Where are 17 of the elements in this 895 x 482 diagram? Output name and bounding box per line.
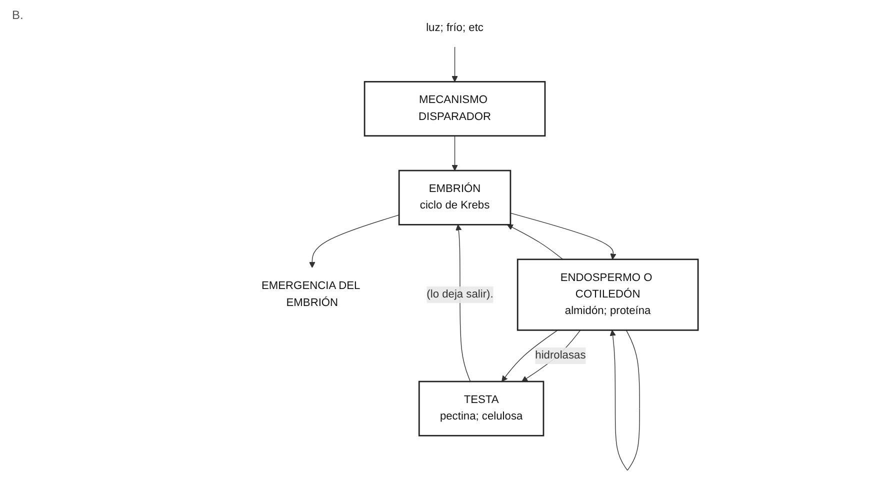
arrow: [502, 330, 558, 382]
node-text: EMERGENCIA DEL EMBRIÓN: [261, 280, 360, 309]
arrow: [506, 224, 564, 260]
edge-label: (lo deja salir).: [426, 288, 494, 300]
arrow: [309, 214, 400, 268]
arrow: [456, 224, 471, 382]
node-box: MECANISMO DISPARADOR: [364, 81, 546, 137]
arrow: [452, 46, 458, 82]
arrow: [610, 330, 640, 471]
node-box: EMBRIÓN ciclo de Krebs: [398, 170, 512, 226]
node-box: TESTA pectina; celulosa: [418, 380, 544, 436]
edge-label: hidrolasas: [535, 350, 586, 362]
node-text: luz; frío; etc: [426, 22, 484, 34]
arrow: [452, 136, 458, 171]
panel-letter: B.: [12, 8, 24, 22]
arrow: [510, 212, 616, 260]
node-box: ENDOSPERMO O COTILEDÓN almidón; proteína: [516, 258, 699, 331]
